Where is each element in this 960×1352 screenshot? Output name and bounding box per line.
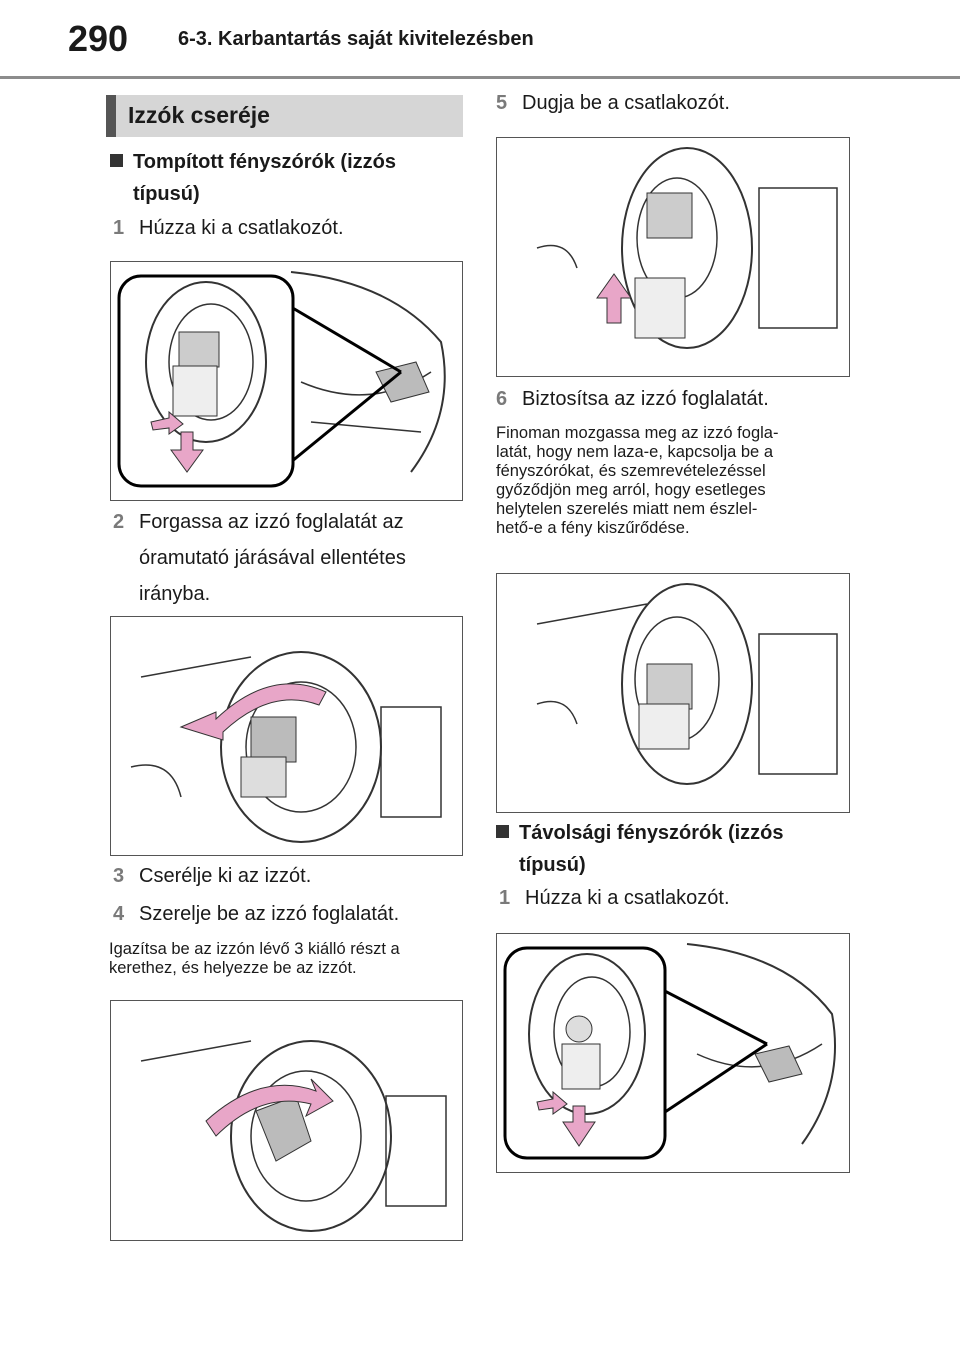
chapter-title: 6-3. Karbantartás saját kivitelezésben bbox=[178, 28, 534, 50]
section-heading: Izzók cseréje bbox=[106, 95, 463, 137]
step-number: 3 bbox=[113, 865, 125, 887]
note-line: Igazítsa be az izzón lévő 3 kiálló részt… bbox=[109, 940, 400, 958]
square-bullet-icon bbox=[496, 825, 509, 838]
note-align-bulb: Igazítsa be az izzón lévő 3 kiálló részt… bbox=[109, 940, 400, 978]
step-text: Cserélje ki az izzót. bbox=[139, 865, 312, 887]
step-text: Forgassa az izzó foglalatát az bbox=[139, 511, 404, 533]
step-5-right: 5 Dugja be a csatlakozót. bbox=[496, 87, 730, 119]
subhead-low-beam: Tompított fényszórók (izzós típusú) bbox=[110, 146, 396, 210]
step-text: Húzza ki a csatlakozót. bbox=[139, 217, 344, 239]
step-number: 1 bbox=[113, 217, 125, 239]
step-1-right: 1 Húzza ki a csatlakozót. bbox=[499, 882, 730, 914]
subhead-line: Tompított fényszórók (izzós bbox=[133, 151, 396, 173]
note-line: győződjön meg arról, hogy esetleges bbox=[496, 481, 766, 499]
subhead-line: Távolsági fényszórók (izzós bbox=[519, 822, 784, 844]
step-text: Biztosítsa az izzó foglalatát. bbox=[522, 388, 769, 410]
step-text: Húzza ki a csatlakozót. bbox=[525, 887, 730, 909]
figure-install-socket bbox=[110, 1000, 463, 1241]
step-2-left: 2 Forgassa az izzó foglalatát az óramutat… bbox=[113, 506, 406, 610]
subhead-line: típusú) bbox=[133, 183, 200, 205]
section-title: Izzók cseréje bbox=[128, 102, 270, 128]
note-line: kerethez, és helyezze be az izzót. bbox=[109, 959, 357, 977]
note-line: Finoman mozgassa meg az izzó fogla- bbox=[496, 424, 779, 442]
step-number: 5 bbox=[496, 92, 508, 114]
figure-unplug-high-beam bbox=[496, 933, 850, 1173]
step-text: Szerelje be az izzó foglalatát. bbox=[139, 903, 400, 925]
figure-rotate-socket-ccw bbox=[110, 616, 463, 856]
step-text: óramutató járásával ellentétes bbox=[139, 547, 406, 569]
header-rule bbox=[0, 76, 960, 79]
note-line: helytelen szerelés miatt nem észlel- bbox=[496, 500, 758, 518]
figure-socket-installed bbox=[496, 573, 850, 813]
note-line: fényszórókat, és szemrevételezéssel bbox=[496, 462, 766, 480]
step-6-right: 6 Biztosítsa az izzó foglalatát. bbox=[496, 383, 769, 415]
subhead-line: típusú) bbox=[519, 854, 586, 876]
subhead-high-beam: Távolsági fényszórók (izzós típusú) bbox=[496, 817, 784, 881]
step-text: Dugja be a csatlakozót. bbox=[522, 92, 730, 114]
step-number: 1 bbox=[499, 887, 511, 909]
note-line: latát, hogy nem laza-e, kapcsolja be a bbox=[496, 443, 773, 461]
step-4-left: 4 Szerelje be az izzó foglalatát. bbox=[113, 898, 399, 930]
note-line: hető-e a fény kiszűrődése. bbox=[496, 519, 690, 537]
section-heading-bar bbox=[106, 95, 116, 137]
step-number: 6 bbox=[496, 388, 508, 410]
step-1-left: 1 Húzza ki a csatlakozót. bbox=[113, 212, 344, 244]
note-check-socket: Finoman mozgassa meg az izzó fogla- latá… bbox=[496, 424, 778, 538]
step-text: irányba. bbox=[139, 583, 211, 605]
step-number: 4 bbox=[113, 903, 125, 925]
step-number: 2 bbox=[113, 511, 125, 533]
step-3-left: 3 Cserélje ki az izzót. bbox=[113, 860, 311, 892]
figure-unplug-connector bbox=[110, 261, 463, 501]
page-number: 290 bbox=[68, 18, 129, 59]
square-bullet-icon bbox=[110, 154, 123, 167]
figure-plug-connector bbox=[496, 137, 850, 377]
page-header: 290 6-3. Karbantartás saját kivitelezésb… bbox=[0, 0, 960, 80]
